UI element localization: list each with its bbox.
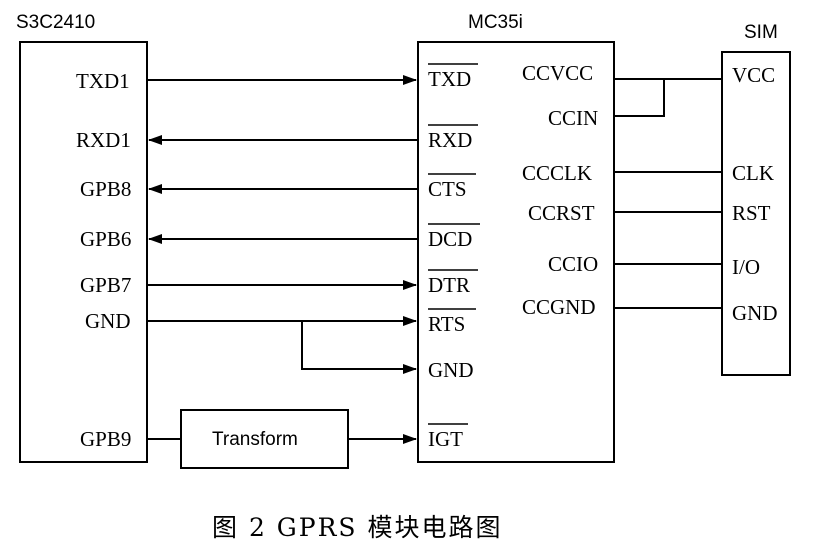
mc35i-title: MC35i xyxy=(468,12,523,33)
sim-block xyxy=(721,51,791,376)
s3c-pin-gnd: GND xyxy=(85,309,131,333)
mc35i-pin-ccrst: CCRST xyxy=(528,201,595,225)
mc35i-pin-dcd: DCD xyxy=(428,227,472,251)
s3c-pin-txd1: TXD1 xyxy=(76,69,130,93)
mc35i-pin-ccgnd: CCGND xyxy=(522,295,596,319)
s3c2410-title: S3C2410 xyxy=(16,12,95,33)
s3c2410-block xyxy=(19,41,148,463)
sim-pin-rst: RST xyxy=(732,201,771,225)
mc35i-pin-ccclk: CCCLK xyxy=(522,161,592,185)
s3c-pin-gpb6: GPB6 xyxy=(80,227,131,251)
mc35i-block xyxy=(417,41,615,463)
figure-caption: 图 2 GPRS 模块电路图 xyxy=(212,513,503,542)
mc35i-pin-ccio: CCIO xyxy=(548,252,598,276)
mc35i-pin-rts: RTS xyxy=(428,312,465,336)
mc35i-pin-gnd: GND xyxy=(428,358,474,382)
mc35i-pin-txd: TXD xyxy=(428,67,471,91)
sim-pin-io: I/O xyxy=(732,255,760,279)
s3c-pin-gpb9: GPB9 xyxy=(80,427,131,451)
mc35i-pin-cts: CTS xyxy=(428,177,467,201)
sim-pin-vcc: VCC xyxy=(732,63,775,87)
sim-pin-clk: CLK xyxy=(732,161,774,185)
mc35i-pin-ccin: CCIN xyxy=(548,106,598,130)
wire-ccin-tie xyxy=(614,79,665,117)
s3c-pin-gpb8: GPB8 xyxy=(80,177,131,201)
s3c-pin-rxd1: RXD1 xyxy=(76,128,131,152)
mc35i-pin-dtr: DTR xyxy=(428,273,470,297)
sim-title: SIM xyxy=(744,22,778,43)
wire-gnd-branch-to-gnd xyxy=(301,321,417,374)
mc35i-pin-rxd: RXD xyxy=(428,128,472,152)
transform-label: Transform xyxy=(212,429,298,450)
mc35i-pin-ccvcc: CCVCC xyxy=(522,61,593,85)
mc35i-pin-igt: IGT xyxy=(428,427,463,451)
s3c-pin-gpb7: GPB7 xyxy=(80,273,131,297)
sim-pin-gnd: GND xyxy=(732,301,778,325)
